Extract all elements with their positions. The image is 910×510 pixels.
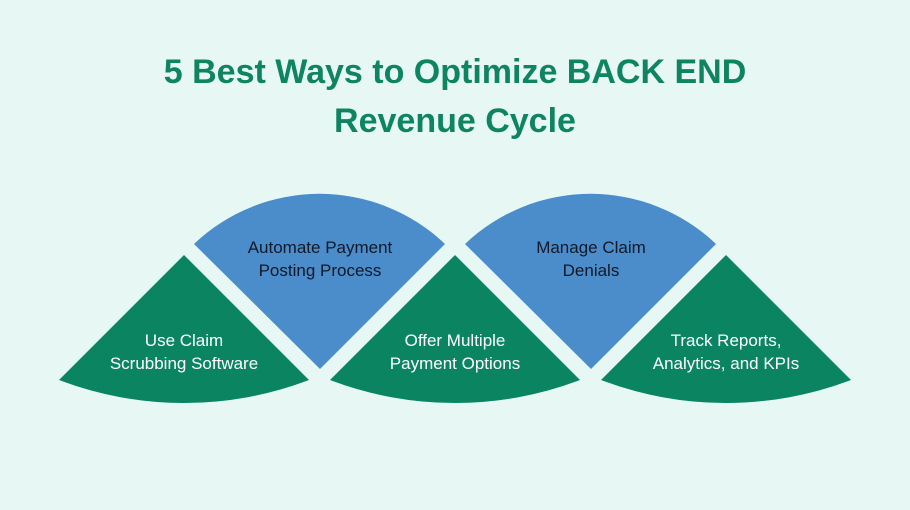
step-4-line-1: Manage Claim [536, 238, 646, 257]
step-5-line-1: Track Reports, [670, 331, 782, 350]
blue-segment-2 [465, 193, 716, 369]
green-segment-2 [330, 255, 580, 404]
step-1-label: Use Claim Scrubbing Software [64, 329, 304, 375]
step-5-label: Track Reports, Analytics, and KPIs [606, 329, 846, 375]
step-2-line-2: Posting Process [258, 261, 382, 280]
page-title: 5 Best Ways to Optimize BACK END Revenue… [0, 48, 910, 146]
title-line-1: 5 Best Ways to Optimize BACK END [163, 53, 747, 91]
step-2-line-1: Automate Payment [247, 238, 393, 257]
step-1-line-2: Scrubbing Software [109, 354, 259, 373]
step-1-line-1: Use Claim [144, 331, 224, 350]
step-3-line-1: Offer Multiple [404, 331, 506, 350]
green-segment-3 [601, 255, 851, 404]
green-segment-1 [59, 255, 309, 404]
step-4-label: Manage Claim Denials [471, 236, 711, 282]
step-3-label: Offer Multiple Payment Options [335, 329, 575, 375]
step-5-line-2: Analytics, and KPIs [652, 354, 800, 373]
step-2-label: Automate Payment Posting Process [200, 236, 440, 282]
title-line-2: Revenue Cycle [334, 102, 576, 140]
blue-segment-1 [194, 193, 445, 369]
step-4-line-2: Denials [562, 261, 620, 280]
step-3-line-2: Payment Options [389, 354, 521, 373]
